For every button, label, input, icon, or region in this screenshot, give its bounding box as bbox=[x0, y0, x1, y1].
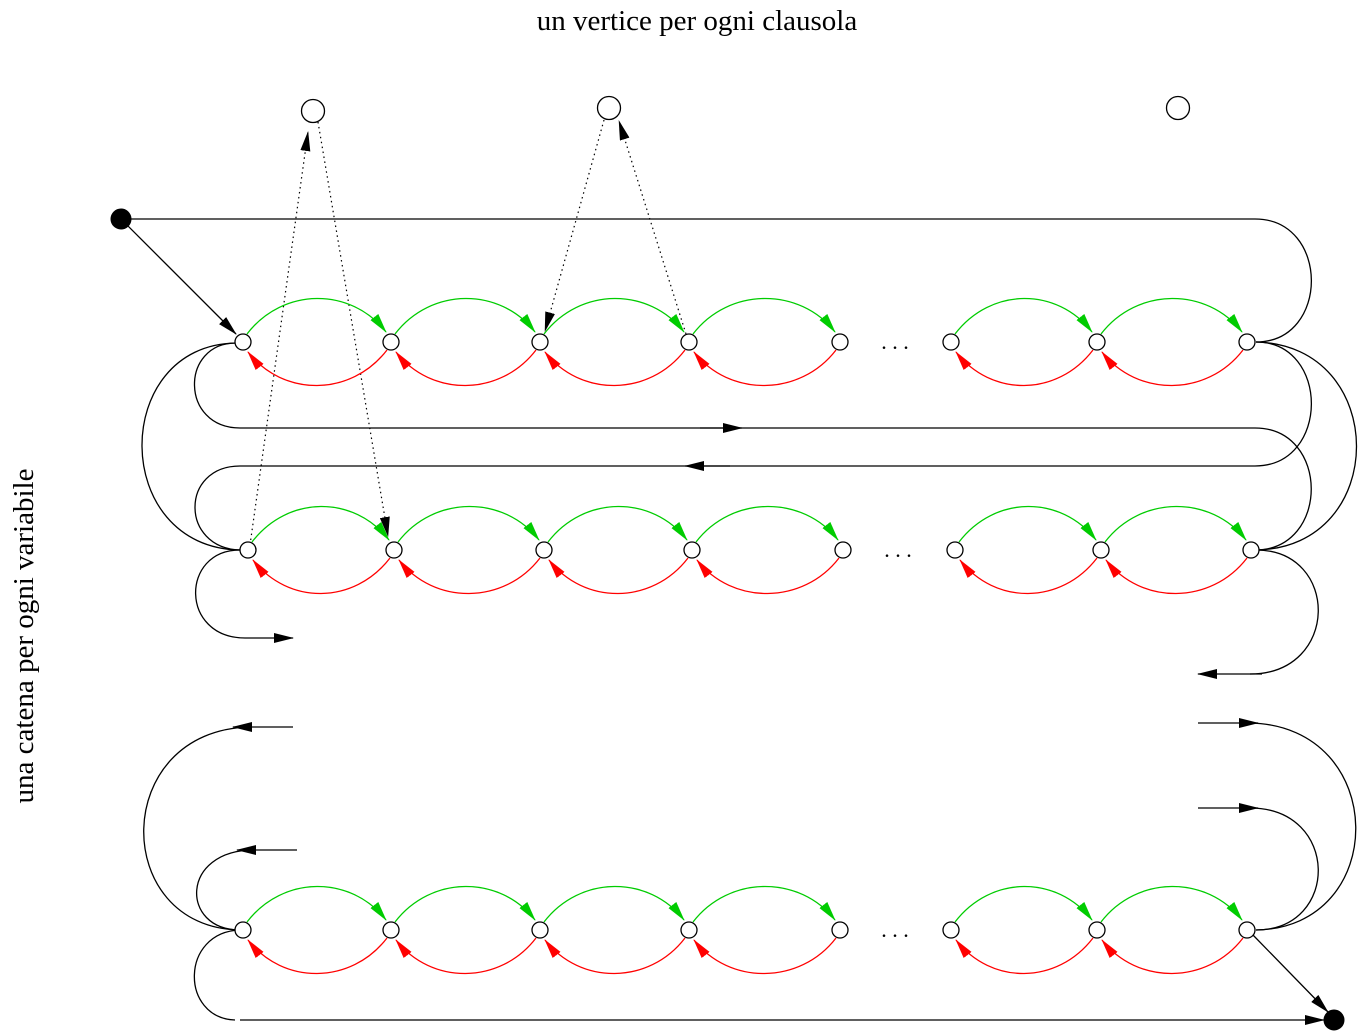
backward-arc bbox=[544, 349, 686, 387]
forward-arc bbox=[246, 297, 387, 335]
backward-arc bbox=[955, 349, 1094, 387]
clause-vertex bbox=[596, 95, 622, 121]
backward-arc bbox=[1101, 349, 1244, 387]
chain1-left-small-loop bbox=[193, 342, 241, 429]
backward-arc bbox=[955, 937, 1094, 975]
forward-arc bbox=[251, 505, 390, 543]
chain-node bbox=[831, 921, 849, 939]
clause-edge bbox=[249, 131, 311, 546]
forward-arc bbox=[954, 297, 1093, 335]
chain-node bbox=[680, 921, 698, 939]
top-return-curve bbox=[1254, 218, 1312, 343]
backward-arc bbox=[693, 937, 837, 975]
forward-arc bbox=[397, 505, 540, 543]
chain1-chain2-right-big-loop bbox=[1255, 341, 1358, 551]
forward-arc bbox=[246, 885, 387, 923]
forward-arc bbox=[692, 885, 836, 923]
chain-node bbox=[942, 333, 960, 351]
end-node bbox=[1323, 1009, 1345, 1031]
backward-arc bbox=[395, 937, 537, 975]
clause-edge bbox=[618, 120, 687, 335]
backward-arc bbox=[247, 349, 388, 387]
backward-arc bbox=[398, 557, 541, 595]
forward-arc bbox=[958, 505, 1097, 543]
chain3-ellipsis: . . . bbox=[881, 917, 909, 942]
chain-node bbox=[1092, 541, 1110, 559]
chain-node bbox=[531, 333, 549, 351]
right-small-loop-342-466 bbox=[1254, 341, 1312, 467]
chain-node bbox=[834, 541, 852, 559]
forward-arc bbox=[394, 885, 536, 923]
chain-nodes bbox=[234, 333, 1260, 939]
forward-arc bbox=[1104, 505, 1247, 543]
backward-arc bbox=[959, 557, 1098, 595]
chain3-right-small-curve bbox=[1249, 807, 1319, 931]
chain-node bbox=[531, 921, 549, 939]
backward-arc bbox=[693, 349, 837, 387]
forward-arc bbox=[692, 297, 836, 335]
chain-node bbox=[946, 541, 964, 559]
chain-node bbox=[942, 921, 960, 939]
right-loop-428-466 bbox=[1254, 427, 1312, 551]
forward-arc bbox=[547, 505, 688, 543]
chain-node bbox=[234, 333, 252, 351]
forward-arc bbox=[1100, 297, 1243, 335]
variable-chains-label: una catena per ogni variabile bbox=[8, 469, 40, 804]
forward-arc bbox=[543, 885, 685, 923]
chain2-left-loop bbox=[194, 465, 241, 551]
chain-node bbox=[1088, 921, 1106, 939]
backward-arc bbox=[1101, 937, 1244, 975]
chain-node bbox=[234, 921, 252, 939]
chain1-ellipsis: . . . bbox=[881, 329, 909, 354]
connector-edges bbox=[120, 218, 1358, 1025]
chain2-right-down-curve bbox=[1249, 549, 1319, 675]
chain3-left-bottom-curve bbox=[193, 929, 241, 1021]
clause-vertex-group bbox=[300, 95, 1191, 124]
forward-arc bbox=[394, 297, 536, 335]
clause-vertices-label: un vertice per ogni clausola bbox=[537, 5, 858, 37]
clause-edges bbox=[249, 119, 687, 546]
backward-arc bbox=[252, 557, 391, 595]
chain2-ellipsis: . . . bbox=[884, 537, 912, 562]
backward-arc bbox=[1105, 557, 1248, 595]
backward-arc bbox=[247, 937, 388, 975]
chain-node bbox=[680, 333, 698, 351]
chain-node bbox=[831, 333, 849, 351]
clause-edge bbox=[544, 119, 605, 332]
chain-node bbox=[1238, 921, 1256, 939]
forward-arc bbox=[954, 885, 1093, 923]
clause-vertex bbox=[300, 98, 326, 124]
backward-arc bbox=[548, 557, 689, 595]
chain-node bbox=[239, 541, 257, 559]
forward-arc bbox=[543, 297, 685, 335]
chain-node bbox=[1238, 333, 1256, 351]
chain-arcs bbox=[246, 297, 1248, 975]
chain3-left-small-curve bbox=[195, 849, 255, 931]
forward-arc bbox=[695, 505, 839, 543]
backward-arc bbox=[696, 557, 840, 595]
end-node-edge bbox=[1251, 933, 1329, 1013]
chain3-left-big-curve bbox=[143, 726, 251, 931]
chain-node bbox=[382, 921, 400, 939]
clause-vertex bbox=[1165, 95, 1191, 121]
start-node bbox=[110, 208, 132, 230]
backward-arc bbox=[395, 349, 537, 387]
chain-node bbox=[1088, 333, 1106, 351]
chain-node bbox=[382, 333, 400, 351]
chain-node bbox=[1242, 541, 1260, 559]
chain-node bbox=[683, 541, 701, 559]
chain3-right-big-curve bbox=[1249, 722, 1357, 931]
chain-node bbox=[535, 541, 553, 559]
chain-node bbox=[385, 541, 403, 559]
chain1-chain2-left-big-loop bbox=[141, 342, 241, 551]
start-to-first-node-edge bbox=[120, 218, 237, 335]
forward-arc bbox=[1100, 885, 1243, 923]
chain2-left-down-curve bbox=[195, 549, 246, 639]
backward-arc bbox=[544, 937, 686, 975]
clause-edge bbox=[317, 121, 390, 537]
